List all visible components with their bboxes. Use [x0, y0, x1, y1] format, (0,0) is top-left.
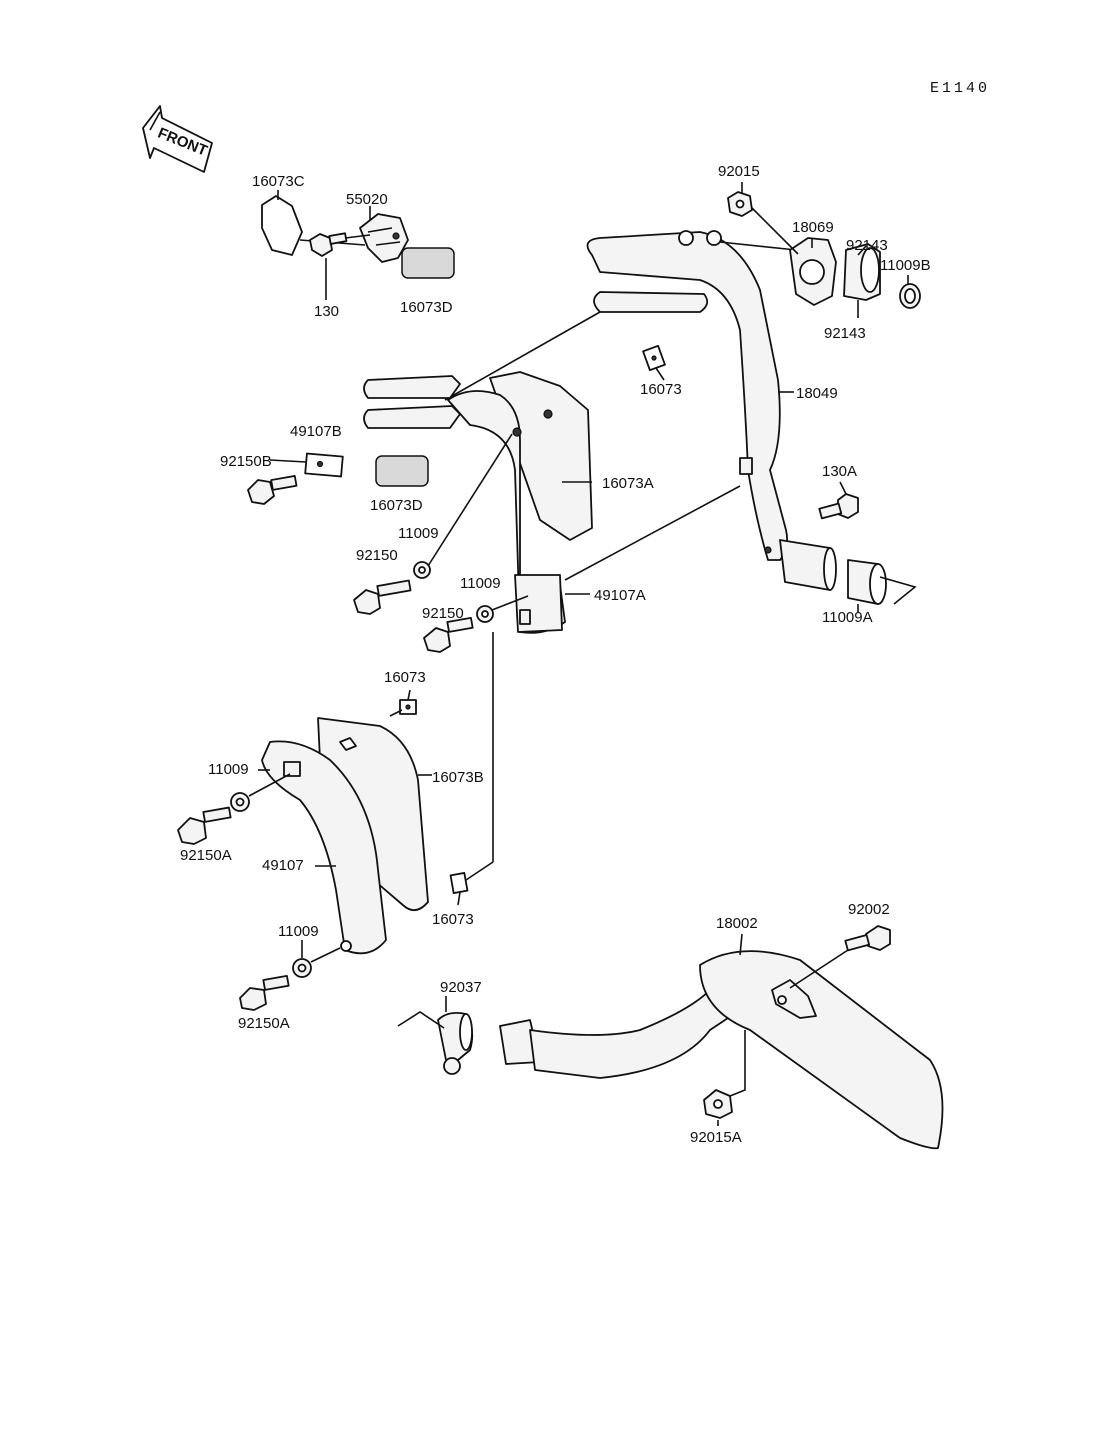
bolt-130A [818, 493, 859, 520]
cover-16073A [489, 371, 593, 541]
label-92143-bottom: 92143 [824, 325, 866, 342]
label-92015: 92015 [718, 163, 760, 180]
bolt-130 [309, 232, 348, 257]
label-49107: 49107 [262, 857, 304, 874]
pipe-18049 [586, 230, 837, 591]
label-55020: 55020 [346, 191, 388, 208]
label-92150B: 92150B [220, 453, 272, 470]
bolt-92150-a [353, 579, 412, 615]
clip-16073-low [449, 872, 469, 894]
label-92015A: 92015A [690, 1129, 742, 1146]
clip-49107B [304, 452, 344, 478]
label-11009B: 11009B [880, 257, 931, 274]
label-92002: 92002 [848, 901, 890, 918]
bolt-92150B [247, 475, 298, 505]
label-16073C: 16073C [252, 173, 305, 190]
pad-16073C [261, 195, 303, 256]
label-49107B: 49107B [290, 423, 342, 440]
seal-92143 [843, 243, 881, 301]
pad-16073D-top [401, 247, 455, 279]
nut-92015A [703, 1089, 733, 1119]
label-18049: 18049 [796, 385, 838, 402]
cover-49107 [261, 740, 387, 955]
sleeve-11009A [847, 559, 887, 605]
label-18002: 18002 [716, 915, 758, 932]
label-11009-d: 11009 [278, 923, 319, 940]
diagram-code: E1140 [930, 80, 990, 97]
washer-11009B [899, 283, 921, 309]
label-92150-a: 92150 [356, 547, 398, 564]
label-11009-a: 11009 [398, 525, 439, 542]
bolt-92150A-b [239, 974, 290, 1011]
cover-49107A-assembly [304, 311, 741, 634]
label-16073D-bottom: 16073D [370, 497, 423, 514]
flange-18069 [789, 237, 837, 306]
part-labels: 16073C 55020 130 16073D 49107B 92150B 16… [180, 163, 931, 1146]
bolt-92002 [844, 925, 891, 952]
label-92150-b: 92150 [422, 605, 464, 622]
clip-16073-top [642, 344, 666, 372]
label-92150A-b: 92150A [238, 1015, 290, 1032]
bracket-group-top-left [261, 195, 409, 263]
bracket-55020 [359, 213, 409, 263]
label-92143-top: 92143 [846, 237, 888, 254]
bolt-92150-b [423, 616, 474, 653]
label-16073-mid: 16073 [384, 669, 426, 686]
label-18069: 18069 [792, 219, 834, 236]
label-130A: 130A [822, 463, 857, 480]
label-49107A: 49107A [594, 587, 646, 604]
label-16073-low: 16073 [432, 911, 474, 928]
front-arrow-icon: FRONT [142, 105, 213, 173]
label-92150A-a: 92150A [180, 847, 232, 864]
label-16073-top: 16073 [640, 381, 682, 398]
cover-group-lower [261, 699, 469, 955]
label-11009-c: 11009 [208, 761, 249, 778]
label-130: 130 [314, 303, 339, 320]
label-16073B: 16073B [432, 769, 484, 786]
leader-lines [258, 182, 909, 1126]
label-92037: 92037 [440, 979, 482, 996]
cover-16073B [317, 717, 429, 912]
clamp-92037 [437, 1011, 474, 1075]
label-11009A: 11009A [822, 609, 873, 626]
label-11009-b: 11009 [460, 575, 501, 592]
label-16073A: 16073A [602, 475, 654, 492]
muffler-18002 [499, 950, 944, 1150]
nut-92015 [727, 191, 753, 217]
bolt-92150A-a [177, 806, 232, 845]
pad-16073D-bottom [375, 455, 429, 487]
label-16073D-top: 16073D [400, 299, 453, 316]
